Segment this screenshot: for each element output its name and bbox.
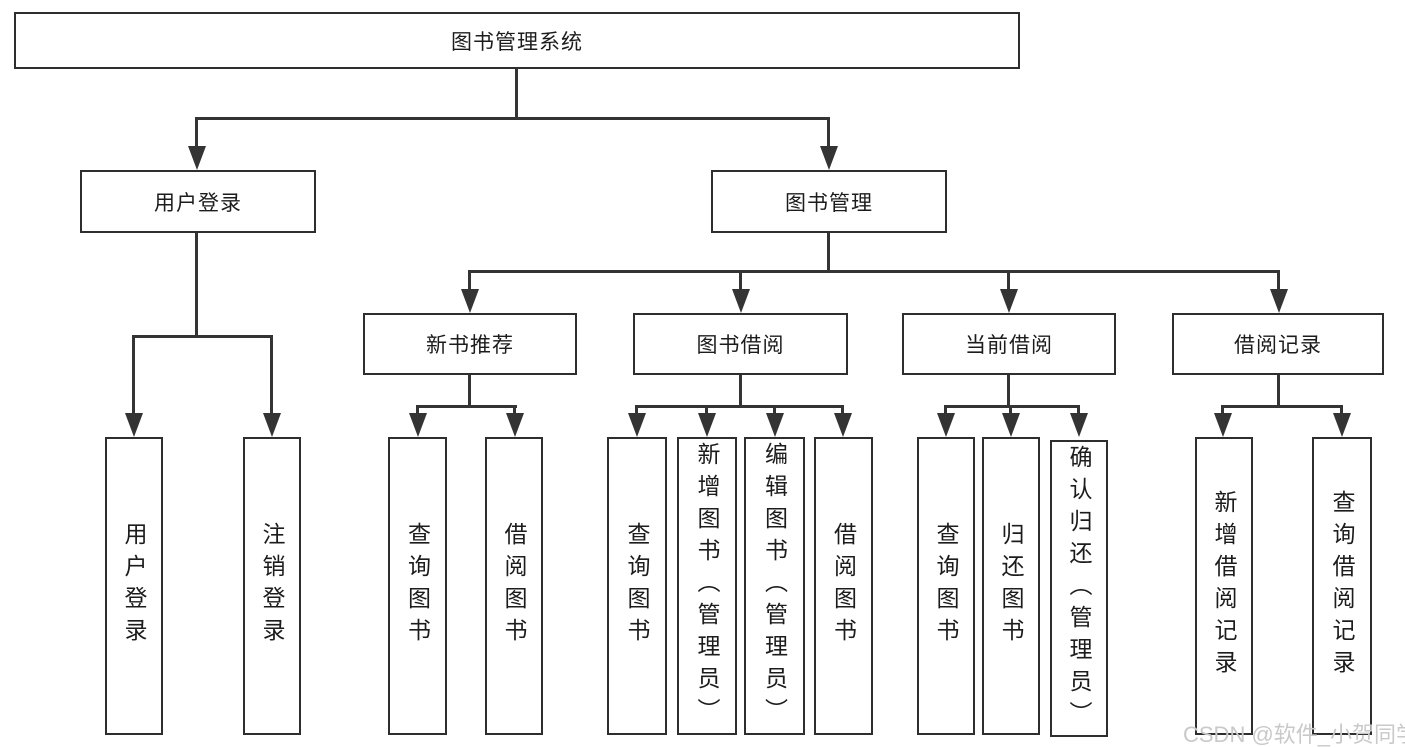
node-current-borrow: 当前借阅 — [902, 313, 1116, 375]
node-label: 图书管理 — [785, 191, 873, 215]
arrow-head — [263, 413, 281, 437]
leaf-label: 新增借阅记录 — [1211, 490, 1237, 682]
connector-line — [1009, 405, 1012, 415]
arrow-head — [409, 413, 427, 437]
connector-line — [416, 405, 517, 408]
leaf-label: 归还图书 — [998, 522, 1024, 650]
leaf-query-borrow-record: 查询借阅记录 — [1312, 437, 1372, 735]
arrow-head — [188, 146, 206, 170]
connector-line — [635, 405, 843, 408]
connector-line — [739, 270, 742, 291]
arrow-head — [766, 413, 784, 437]
leaf-label: 查询图书 — [404, 522, 431, 650]
connector-line — [1077, 405, 1080, 415]
leaf-query-books-current: 查询图书 — [917, 437, 975, 735]
connector-line — [195, 233, 198, 338]
leaf-label: 确认归还（管理员） — [1066, 444, 1092, 733]
connector-line — [1221, 405, 1342, 408]
csdn-watermark: CSDN @软件_小贺同学 — [1183, 722, 1405, 747]
arrow-head — [937, 413, 955, 437]
leaf-user-login: 用户登录 — [105, 437, 163, 735]
node-borrow-records: 借阅记录 — [1172, 313, 1384, 375]
connector-line — [1221, 405, 1224, 415]
leaf-logout: 注销登录 — [243, 437, 301, 735]
connector-line — [635, 405, 638, 415]
leaf-label: 查询图书 — [933, 522, 959, 650]
leaf-label: 用户登录 — [121, 522, 147, 650]
connector-line — [416, 405, 419, 415]
connector-line — [827, 117, 830, 148]
arrow-head — [1000, 289, 1018, 313]
arrow-head — [125, 413, 143, 437]
leaf-label: 借阅图书 — [830, 522, 857, 650]
connector-line — [739, 375, 742, 408]
connector-line — [944, 405, 947, 415]
leaf-borrow-books: 借阅图书 — [814, 437, 873, 735]
arrow-head — [820, 146, 838, 170]
connector-line — [513, 405, 516, 415]
connector-line — [468, 375, 471, 408]
connector-line — [944, 405, 1080, 408]
connector-line — [468, 270, 1280, 273]
node-label: 图书管理系统 — [451, 30, 583, 54]
connector-line — [841, 405, 844, 415]
connector-line — [468, 270, 471, 291]
connector-line — [132, 335, 273, 338]
connector-line — [773, 405, 776, 415]
arrow-head — [698, 413, 716, 437]
connector-line — [1277, 375, 1280, 408]
arrow-head — [1333, 413, 1351, 437]
leaf-query-books-borrow: 查询图书 — [607, 437, 667, 735]
arrow-head — [1270, 289, 1288, 313]
leaf-label: 注销登录 — [259, 522, 285, 650]
node-user-login: 用户登录 — [80, 170, 316, 233]
leaf-borrow-books-recommend: 借阅图书 — [485, 437, 543, 735]
arrow-head — [628, 413, 646, 437]
leaf-label: 借阅图书 — [501, 522, 527, 650]
connector-line — [1007, 375, 1010, 408]
connector-line — [1007, 270, 1010, 291]
node-label: 图书借阅 — [696, 334, 785, 357]
leaf-label: 编辑图书（管理员） — [761, 442, 788, 730]
leaf-label: 查询图书 — [624, 522, 650, 650]
arrow-head — [732, 289, 750, 313]
node-book-management: 图书管理 — [711, 170, 947, 233]
leaf-add-books-admin: 新增图书（管理员） — [677, 437, 737, 735]
leaf-label: 新增图书（管理员） — [694, 442, 720, 730]
connector-line — [1340, 405, 1343, 415]
connector-line — [705, 405, 708, 415]
arrow-head — [1002, 413, 1020, 437]
connector-line — [515, 69, 518, 118]
node-label: 当前借阅 — [965, 334, 1053, 357]
connector-line — [132, 335, 135, 415]
arrow-head — [506, 413, 524, 437]
leaf-return-books: 归还图书 — [982, 437, 1040, 735]
connector-line — [1277, 270, 1280, 291]
connector-line — [827, 233, 830, 273]
leaf-query-books-recommend: 查询图书 — [388, 437, 447, 735]
leaf-confirm-return-admin: 确认归还（管理员） — [1050, 440, 1108, 737]
leaf-label: 查询借阅记录 — [1329, 490, 1355, 682]
arrow-head — [834, 413, 852, 437]
node-label: 借阅记录 — [1234, 334, 1322, 357]
leaf-edit-books-admin: 编辑图书（管理员） — [744, 437, 805, 735]
node-new-book-recommend: 新书推荐 — [363, 313, 577, 375]
leaf-add-borrow-record: 新增借阅记录 — [1195, 437, 1253, 735]
node-book-borrow: 图书借阅 — [633, 313, 848, 375]
connector-line — [270, 335, 273, 415]
connector-line — [196, 117, 830, 120]
arrow-head — [1070, 413, 1088, 437]
connector-line — [195, 117, 198, 148]
node-label: 新书推荐 — [426, 334, 514, 357]
node-label: 用户登录 — [154, 191, 242, 215]
arrow-head — [461, 289, 479, 313]
node-library-system: 图书管理系统 — [14, 12, 1020, 69]
arrow-head — [1214, 413, 1232, 437]
